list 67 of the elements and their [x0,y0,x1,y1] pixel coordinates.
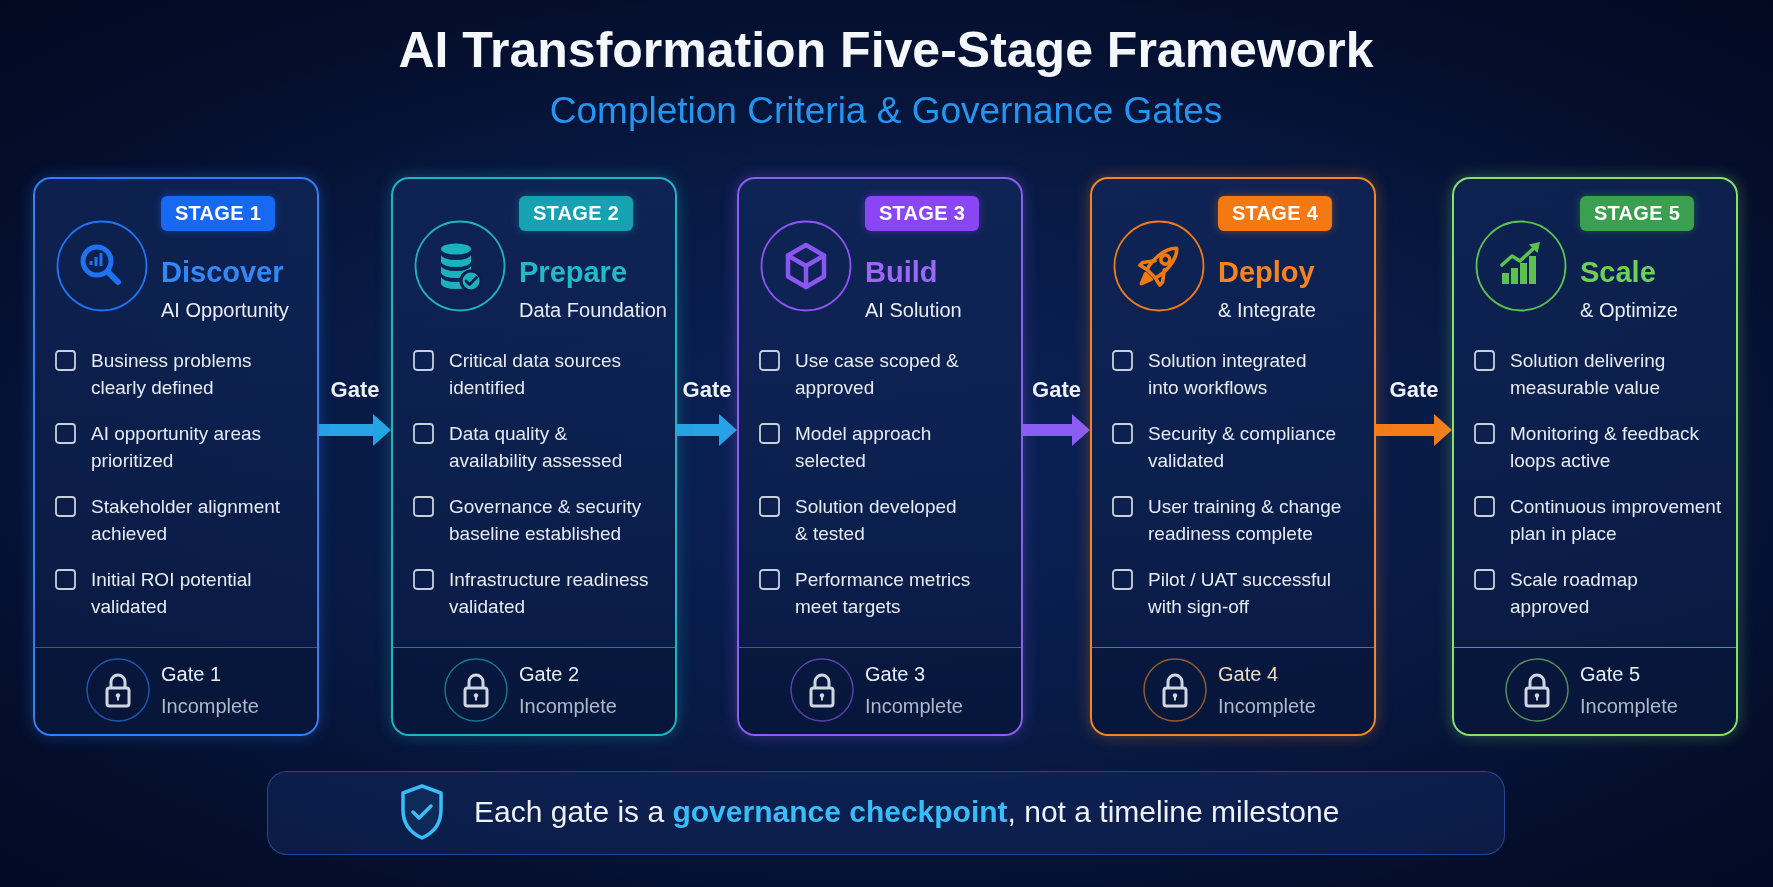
diagram-title: AI Transformation Five-Stage Framework [398,22,1374,78]
stage-subtitle: & Optimize [1580,298,1678,322]
gate-status: Incomplete [161,694,259,718]
edge-label: Gate [682,377,732,403]
checklist-item: Solution delivering measurable value [1510,349,1667,400]
stage-card [33,177,319,736]
checklist-item: Continuous improvement plan in place [1510,495,1723,546]
stage-subtitle: AI Solution [865,298,962,322]
checklist-item: Pilot / UAT successful with sign-off [1148,568,1333,619]
note-text: Each gate is a governance checkpoint, not a timeline milestone [474,794,1340,830]
edge-label: Gate [1032,377,1081,403]
stage-tag: STAGE 3 [865,196,979,231]
checklist-item: User training & change readiness complete [1148,495,1343,546]
arrow [1376,414,1452,446]
stage-card [391,177,677,736]
stage-title: Prepare [519,255,627,289]
gate-name: Gate 3 [865,662,926,686]
stage-subtitle: AI Opportunity [161,298,289,322]
stage-tag: STAGE 5 [1580,196,1694,231]
checklist-item: Use case scoped & approved [795,349,960,400]
checklist-item: Initial ROI potential validated [91,568,253,619]
gate-name: Gate 4 [1218,662,1279,686]
checklist-item: Infrastructure readiness validated [449,568,650,619]
stage-title: Build [865,255,938,289]
edge-label: Gate [330,377,380,403]
gate-status: Incomplete [519,694,617,718]
checklist-item: Performance metrics meet targets [795,568,972,619]
stage-title: Scale [1580,255,1656,289]
checklist-item: Security & compliance validated [1148,422,1337,473]
checklist-item: Solution developed & tested [795,495,958,546]
stage-subtitle: Data Foundation [519,298,667,322]
stage-subtitle: & Integrate [1218,298,1316,322]
checklist-item: AI opportunity areas prioritized [91,422,263,473]
checklist-item: Scale roadmap approved [1510,568,1639,619]
note-banner [267,771,1505,855]
stage-title: Deploy [1218,255,1315,289]
stage-title: Discover [161,255,284,289]
diagram-subtitle: Completion Criteria & Governance Gates [549,89,1223,133]
edge-label: Gate [1389,377,1439,403]
arrow [1023,414,1090,446]
arrow [677,414,737,446]
stage-tag: STAGE 1 [161,196,275,231]
checklist-item: Stakeholder alignment achieved [91,495,282,546]
gate-name: Gate 2 [519,662,580,686]
gate-status-panel [739,647,1021,734]
checklist-item: Data quality & availability assessed [449,422,624,473]
gate-name: Gate 1 [161,662,222,686]
checklist-item: Solution integrated into workflows [1148,349,1308,400]
checklist-item: Monitoring & feedback loops active [1510,422,1701,473]
stage-tag: STAGE 2 [519,196,633,231]
gate-status-panel [35,647,317,734]
gate-status: Incomplete [1218,694,1316,718]
checklist-item: Model approach selected [795,422,933,473]
stage-tag: STAGE 4 [1218,196,1332,231]
gate-status-panel [1454,647,1736,734]
stage-card [737,177,1023,736]
gate-status: Incomplete [1580,694,1678,718]
gate-status-panel [393,647,675,734]
gate-status: Incomplete [865,694,963,718]
checklist-item: Business problems clearly defined [91,349,253,400]
stage-card [1090,177,1376,736]
checklist-item: Critical data sources identified [449,349,623,400]
checklist-item: Governance & security baseline established [449,495,643,546]
arrow [319,414,391,446]
gate-status-panel [1092,647,1374,734]
stage-card [1452,177,1738,736]
gate-name: Gate 5 [1580,662,1641,686]
